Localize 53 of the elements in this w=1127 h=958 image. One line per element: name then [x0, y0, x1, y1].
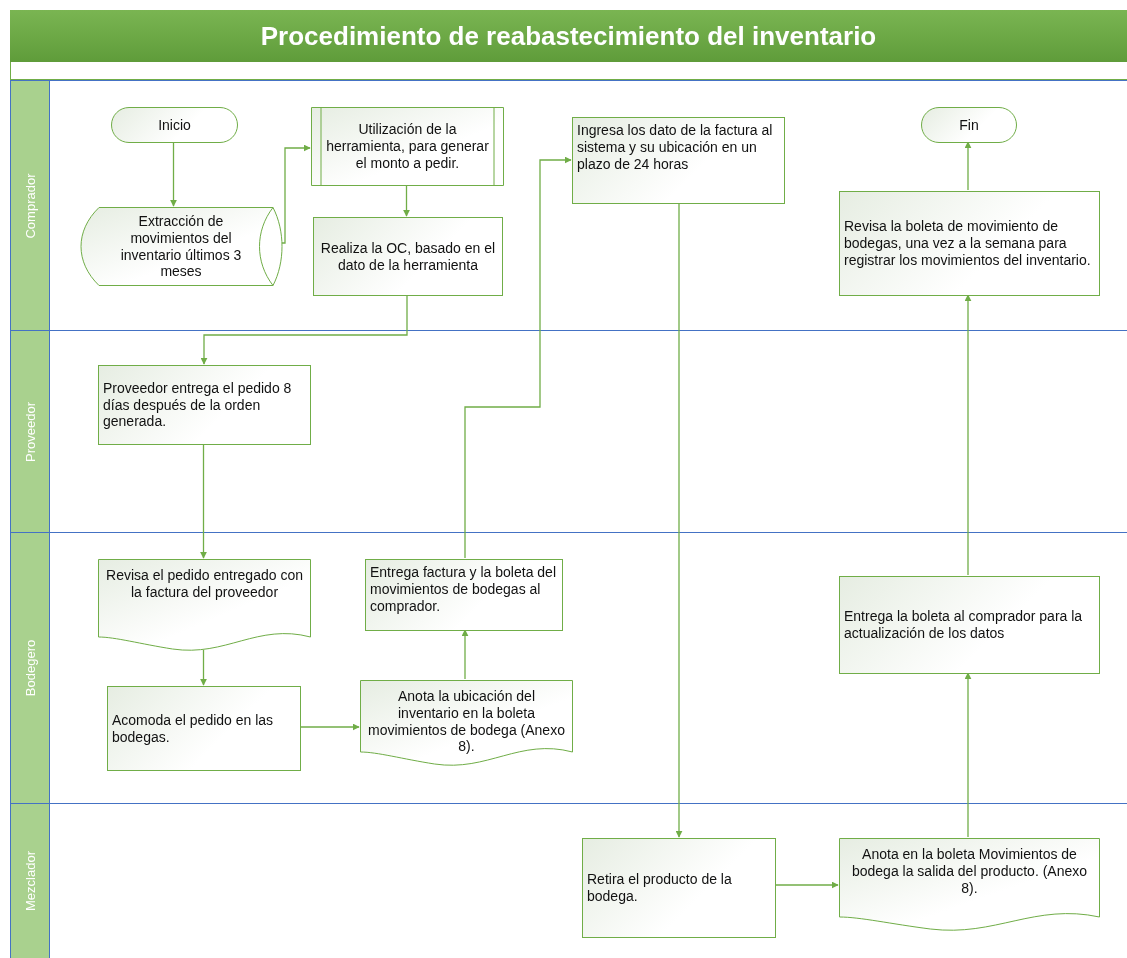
step-text: Ingresa los dato de la factura al sistema y su ubicación en un plazo de 24 horas: [577, 122, 774, 173]
process-box: [107, 686, 301, 771]
terminal-shape: [111, 107, 238, 143]
lane-label: Mezclador: [22, 851, 38, 911]
arrow: [964, 294, 972, 576]
lane-label: Proveedor: [22, 401, 38, 462]
arrow: [299, 723, 360, 731]
process-box: [582, 838, 776, 938]
step-text: Realiza la OC, basado en el dato de la herramienta: [319, 239, 497, 274]
arrow: [200, 649, 207, 686]
process-box: [365, 559, 563, 631]
step-text: Retira el producto de la bodega.: [587, 871, 733, 905]
process-box: [313, 217, 503, 296]
arrow: [200, 294, 408, 365]
title-bar: Procedimiento de reabastecimiento del inventario: [10, 10, 1127, 62]
swimlane: [10, 330, 1127, 532]
step-text: Inicio: [158, 116, 191, 134]
document-shape: [360, 680, 573, 768]
arrow: [200, 443, 207, 559]
arrow: [461, 629, 469, 680]
step-text: Revisa el pedido entregado con la factura del proveedor: [105, 567, 304, 601]
arrow: [403, 184, 410, 217]
step-text: Utilización de la herramienta, para generar el monto a pedir.: [325, 121, 490, 172]
swimlane: [10, 80, 1127, 330]
process-box: [839, 576, 1100, 674]
document-shape: [98, 559, 311, 653]
lane-label: Comprador: [22, 173, 38, 238]
terminal-shape: [921, 107, 1017, 143]
step-text: Fin: [959, 116, 979, 134]
arrow: [675, 202, 683, 838]
step-text: Revisa la boleta de movimiento de bodegas, una vez a la semana para registrar los movimientos del inventario.: [844, 218, 1092, 269]
step-text: Entrega factura y la boleta del movimientos de bodegas al comprador.: [370, 564, 557, 615]
step-text: Proveedor entrega el pedido 8 días después de la orden generada.: [103, 379, 293, 431]
lane-label: Bodegero: [22, 639, 38, 697]
document-shape: [839, 838, 1100, 933]
stored-data-shape: [79, 207, 283, 286]
arrow: [281, 144, 311, 244]
arrow: [464, 156, 572, 559]
swimlane: [10, 532, 1127, 803]
process-box: [572, 117, 785, 204]
arrow: [964, 672, 972, 838]
process-box: [839, 191, 1100, 296]
arrow: [964, 141, 972, 191]
step-text: Anota en la boleta Movimientos de bodega la salida del producto. (Anexo 8).: [850, 846, 1089, 897]
arrow: [170, 141, 177, 207]
step-text: Extracción de movimientos del inventario últimos 3 meses: [119, 212, 243, 281]
step-text: Anota la ubicación del inventario en la boleta movimientos de bodega (Anexo 8).: [367, 688, 566, 756]
step-text: Entrega la boleta al comprador para la actualización de los datos: [844, 608, 1084, 642]
predefined-process-box: [311, 107, 504, 186]
step-text: Acomoda el pedido en las bodegas.: [112, 711, 275, 746]
swimlane: [10, 803, 1127, 958]
arrow: [774, 881, 839, 889]
process-box: [98, 365, 311, 445]
